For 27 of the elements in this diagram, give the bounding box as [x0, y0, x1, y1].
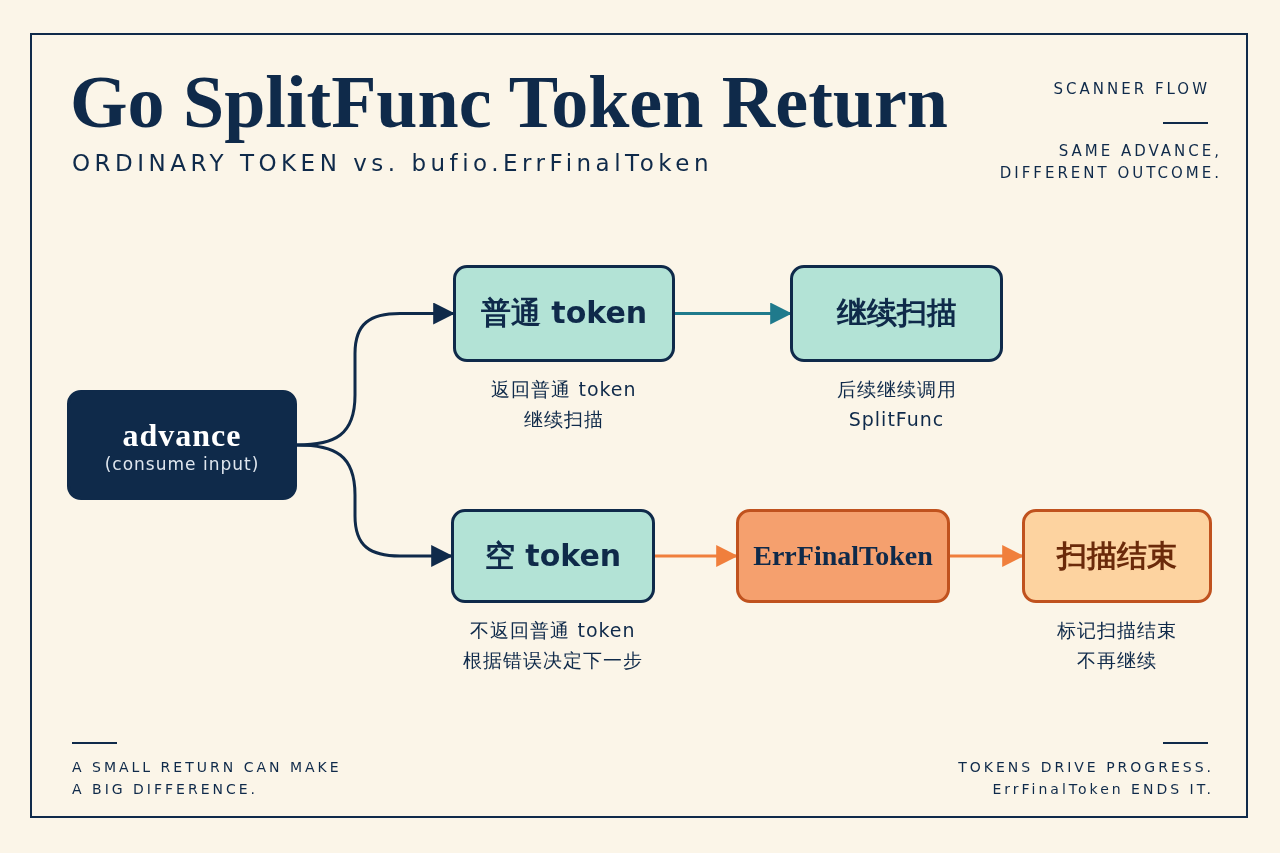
process-box	[790, 265, 1003, 362]
node-label: SplitFunc	[847, 407, 946, 432]
end-box	[1022, 509, 1212, 603]
node-label: ErrFinalToken	[753, 540, 933, 572]
footer-note: A SMALL RETURN CAN MAKE A BIG DIFFERENCE.	[72, 758, 343, 799]
node-label: 不再继续	[1076, 648, 1158, 673]
node-label: advance	[122, 416, 242, 454]
process-box	[453, 265, 675, 362]
node-label: 继续扫描	[836, 294, 957, 332]
node-label: 不返回普通 token	[469, 618, 637, 643]
start-box	[67, 390, 297, 500]
side-heading: SCANNER FLOW	[1053, 79, 1210, 100]
node-label: 标记扫描结束	[1056, 618, 1178, 643]
node-label: 后续继续调用	[835, 377, 958, 402]
side-note: SAME ADVANCE, DIFFERENT OUTCOME.	[998, 141, 1222, 184]
node-label: 扫描结束	[1057, 536, 1177, 575]
process-box	[451, 509, 655, 603]
title: Go SplitFunc Token Return	[70, 60, 948, 145]
node-label: 空 token	[484, 536, 622, 575]
node-label: 返回普通 token	[490, 377, 638, 402]
footer-note: TOKENS DRIVE PROGRESS. ErrFinalToken ENDS IT.	[957, 758, 1214, 799]
node-label: 根据错误决定下一步	[462, 648, 644, 673]
node-label: 普通 token	[480, 294, 648, 332]
subtitle: ORDINARY TOKEN vs. bufio.ErrFinalToken	[72, 152, 714, 174]
node-sublabel: (consume input)	[104, 453, 260, 474]
node-label: 继续扫描	[523, 407, 605, 432]
error-box	[736, 509, 950, 603]
